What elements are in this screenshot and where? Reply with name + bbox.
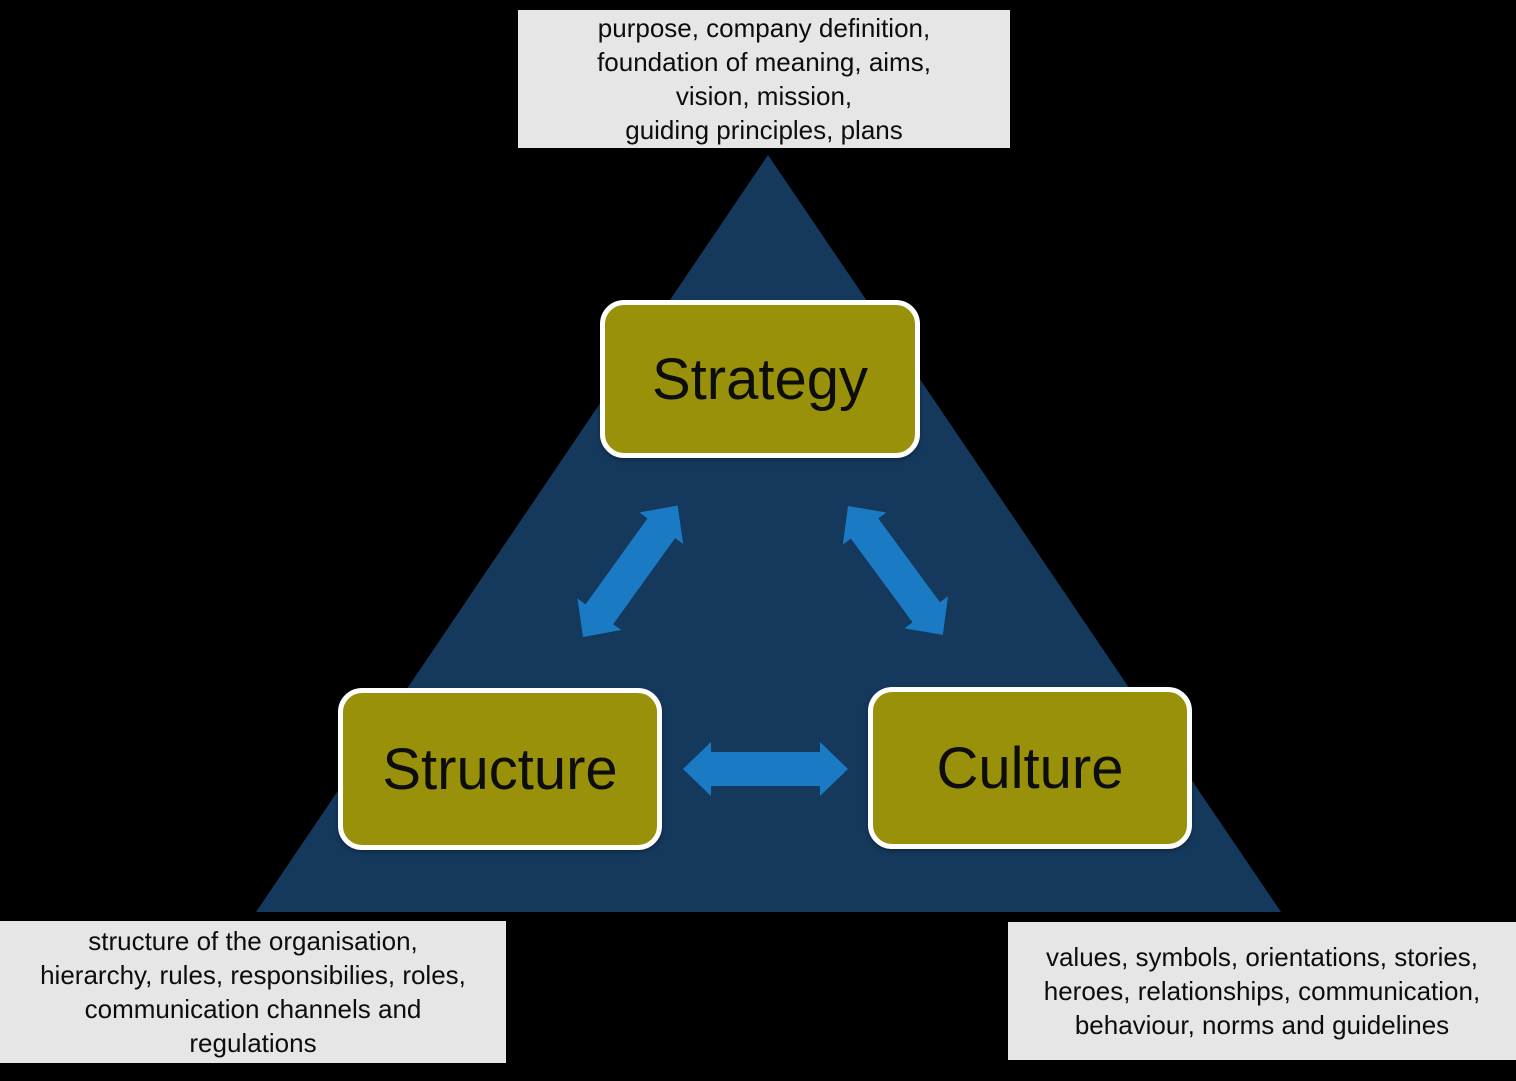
- culture-node-label: Culture: [936, 735, 1124, 801]
- culture-node: Culture: [868, 687, 1192, 849]
- structure-node: Structure: [338, 688, 662, 850]
- arrow-strategy-structure-icon: [577, 505, 684, 637]
- arrow-strategy-culture-icon: [842, 506, 948, 635]
- arrow-structure-culture-icon: [683, 742, 848, 796]
- strategy-node-label: Strategy: [652, 346, 868, 412]
- culture-note-panel: values, symbols, orientations, stories, …: [1008, 922, 1516, 1060]
- strategy-note-panel: purpose, company definition, foundation …: [518, 10, 1010, 148]
- culture-note-text: values, symbols, orientations, stories, …: [1043, 942, 1481, 1040]
- strategy-note-text: purpose, company definition, foundation …: [597, 13, 931, 145]
- strategy-node: Strategy: [600, 300, 920, 458]
- structure-note-text: structure of the organisation, hierarchy…: [40, 926, 466, 1058]
- structure-note-panel: structure of the organisation, hierarchy…: [0, 921, 506, 1063]
- structure-node-label: Structure: [382, 736, 618, 802]
